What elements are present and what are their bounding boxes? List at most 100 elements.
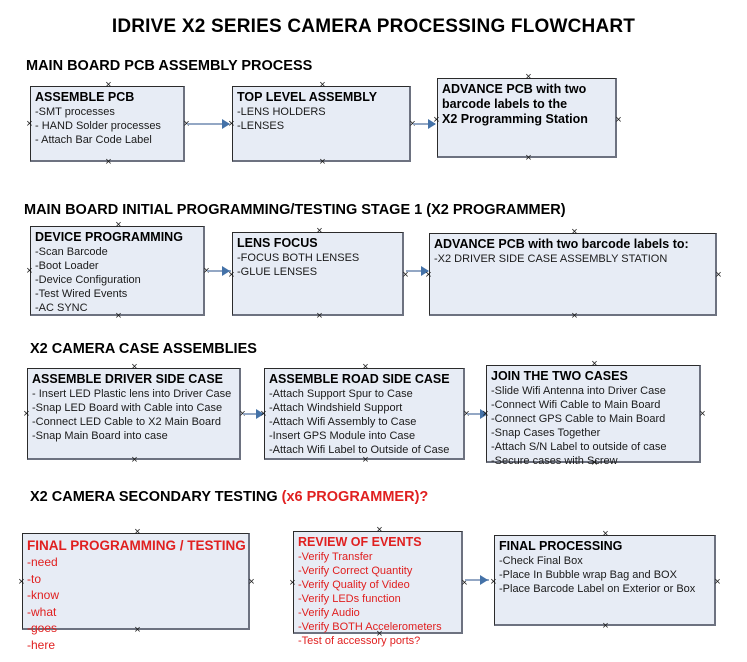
handle-bottom-icon[interactable]	[570, 312, 579, 321]
handle-top-icon[interactable]	[524, 73, 533, 82]
handle-right-icon[interactable]	[714, 271, 723, 280]
box-assemble-road-side-case[interactable]: ASSEMBLE ROAD SIDE CASE -Attach Support …	[264, 368, 465, 460]
box-title: LENS FOCUS	[237, 236, 318, 250]
box-device-programming[interactable]: DEVICE PROGRAMMING -Scan Barcode -Boot L…	[30, 226, 205, 316]
handle-top-icon[interactable]	[601, 530, 610, 539]
section-heading-3-text: X2 CAMERA CASE ASSEMBLIES	[30, 341, 257, 357]
box-assemble-driver-side-case[interactable]: ASSEMBLE DRIVER SIDE CASE - Insert LED P…	[27, 368, 241, 460]
box-line: - HAND Solder processes	[35, 120, 161, 132]
box-title: DEVICE PROGRAMMING	[35, 230, 183, 244]
box-line: -Attach S/N Label to outside of case	[491, 441, 667, 453]
box-final-programming-testing[interactable]: FINAL PROGRAMMING / TESTING -need -to -k…	[22, 533, 250, 652]
handle-right-icon[interactable]	[247, 578, 256, 587]
box-advance-pcb-to-programming-station[interactable]: ADVANCE PCB with two barcode labels to t…	[437, 78, 617, 158]
box-line: -Insert GPS Module into Case	[269, 430, 416, 442]
handle-top-icon[interactable]	[361, 363, 370, 372]
box-assemble-pcb[interactable]: ASSEMBLE PCB -SMT processes - HAND Solde…	[30, 86, 185, 162]
section-heading-3: X2 CAMERA CASE ASSEMBLIES	[30, 341, 257, 357]
box-line: -Verify Audio	[298, 607, 360, 619]
box-line: -LENS HOLDERS	[237, 106, 326, 118]
handle-top-icon[interactable]	[315, 227, 324, 236]
handle-bottom-icon[interactable]	[361, 456, 370, 465]
arrowhead-3-2-icon	[480, 409, 488, 419]
handle-left-icon[interactable]	[288, 579, 297, 588]
connector-3-1	[243, 413, 263, 415]
box-line: -Snap LED Board with Cable into Case	[32, 402, 223, 414]
box-line: -Connect Wifi Cable to Main Board	[491, 399, 661, 411]
box-line: -Verify Transfer	[298, 551, 373, 563]
box-line: -Attach Wifi Assembly to Case	[269, 416, 417, 428]
box-lens-focus[interactable]: LENS FOCUS -FOCUS BOTH LENSES -GLUE LENS…	[232, 232, 404, 316]
arrowhead-3-1-icon	[256, 409, 264, 419]
handle-top-icon[interactable]	[104, 81, 113, 90]
handle-bottom-icon[interactable]	[318, 158, 327, 167]
handle-bottom-icon[interactable]	[130, 456, 139, 465]
arrowhead-1-1-icon	[222, 119, 230, 129]
box-title: ADVANCE PCB with two	[442, 82, 587, 96]
handle-right-icon[interactable]	[698, 410, 707, 419]
handle-left-icon[interactable]	[489, 578, 498, 587]
box-line: -goes	[27, 621, 58, 635]
handle-top-icon[interactable]	[318, 81, 327, 90]
box-top-level-assembly[interactable]: TOP LEVEL ASSEMBLY -LENS HOLDERS -LENSES	[232, 86, 411, 162]
box-review-of-events[interactable]: REVIEW OF EVENTS -Verify Transfer -Verif…	[293, 531, 463, 647]
box-line: -Attach Wifi Label to Outside of Case	[269, 444, 450, 456]
handle-top-icon[interactable]	[570, 228, 579, 237]
box-line: -Verify Quality of Video	[298, 579, 410, 591]
box-line: -Place Barcode Label on Exterior or Box	[499, 583, 696, 595]
box-line: - Attach Bar Code Label	[35, 134, 152, 146]
handle-bottom-icon[interactable]	[104, 158, 113, 167]
box-advance-pcb-to-driver-side-case[interactable]: ADVANCE PCB with two barcode labels to: …	[429, 233, 717, 316]
handle-bottom-icon[interactable]	[601, 622, 610, 631]
box-title: ASSEMBLE ROAD SIDE CASE	[269, 372, 450, 386]
box-line: -Attach Support Spur to Case	[269, 388, 413, 400]
handle-left-icon[interactable]	[25, 120, 34, 129]
box-line: -Device Configuration	[35, 274, 141, 286]
handle-top-icon[interactable]	[130, 363, 139, 372]
section-heading-4: X2 CAMERA SECONDARY TESTING (x6 PROGRAMM…	[30, 489, 428, 505]
box-line: -Test Wired Events	[35, 288, 128, 300]
page-title: IDRIVE X2 SERIES CAMERA PROCESSING FLOWC…	[111, 16, 636, 37]
box-line: -know	[27, 588, 60, 602]
box-line-overflow: -Test of accessory ports?	[298, 635, 421, 647]
handle-top-icon[interactable]	[375, 526, 384, 535]
box-line: -FOCUS BOTH LENSES	[237, 252, 360, 264]
handle-left-icon[interactable]	[17, 578, 26, 587]
box-line: -Check Final Box	[499, 555, 583, 567]
handle-right-icon[interactable]	[614, 116, 623, 125]
handle-bottom-icon[interactable]	[524, 154, 533, 163]
box-title: ADVANCE PCB with two barcode labels to:	[434, 237, 689, 251]
section-heading-2-text: MAIN BOARD INITIAL PROGRAMMING/TESTING S…	[24, 202, 566, 218]
box-line: -what	[27, 604, 57, 619]
arrowhead-1-2-icon	[428, 119, 436, 129]
handle-top-icon[interactable]	[590, 360, 599, 369]
handle-left-icon[interactable]	[22, 410, 31, 419]
arrowhead-2-2-icon	[421, 266, 429, 276]
handle-right-icon[interactable]	[401, 271, 410, 280]
box-line: -to	[27, 571, 42, 586]
handle-top-icon[interactable]	[133, 528, 142, 537]
box-final-processing[interactable]: FINAL PROCESSING -Check Final Box -Place…	[494, 535, 716, 626]
connector-4-1	[465, 579, 489, 581]
handle-left-icon[interactable]	[25, 267, 34, 276]
connector-3-2	[467, 413, 487, 415]
box-line: -Verify LEDs function	[298, 593, 401, 605]
section-heading-4-text: X2 CAMERA SECONDARY TESTING	[30, 489, 282, 505]
box-line: -SMT processes	[35, 106, 115, 118]
box-line: -Verify Correct Quantity	[298, 565, 413, 577]
box-line: -GLUE LENSES	[237, 266, 318, 278]
connector-2-1	[207, 270, 231, 272]
box-title: FINAL PROCESSING	[499, 539, 623, 553]
box-line: -Slide Wifi Antenna into Driver Case	[491, 385, 666, 397]
box-line: -Snap Main Board into case	[32, 430, 168, 442]
box-line: -Secure cases with Screw	[491, 455, 618, 467]
connector-2-2	[406, 270, 428, 272]
box-title-line3: X2 Programming Station	[442, 112, 588, 126]
handle-top-icon[interactable]	[114, 221, 123, 230]
box-join-the-two-cases[interactable]: JOIN THE TWO CASES -Slide Wifi Antenna i…	[486, 365, 701, 467]
handle-right-icon[interactable]	[713, 578, 722, 587]
arrowhead-4-1-icon	[480, 575, 488, 585]
box-line: -Attach Windshield Support	[269, 402, 403, 414]
handle-bottom-icon[interactable]	[315, 312, 324, 321]
